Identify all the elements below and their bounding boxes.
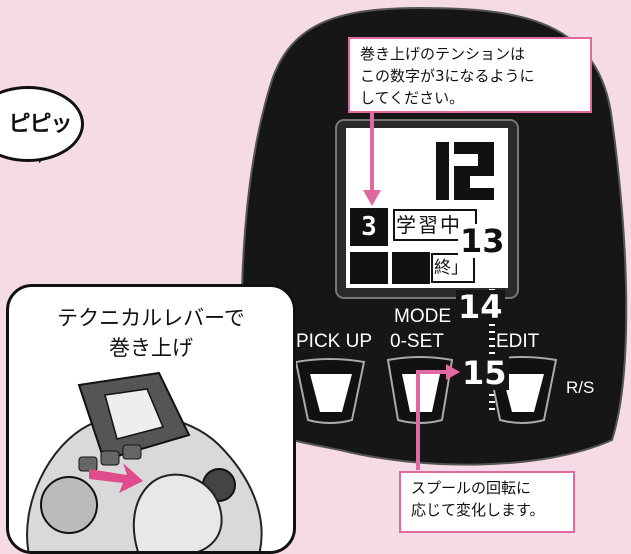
lcd-block-2 <box>392 252 430 284</box>
speech-bubble <box>0 86 84 162</box>
arrow-bottom-line <box>416 370 450 470</box>
tension-box <box>350 208 388 246</box>
depth-digits <box>436 142 494 200</box>
arrow-top-head <box>363 190 381 206</box>
end-label: 終」 <box>434 258 468 278</box>
arrow-bottom-head <box>446 364 460 380</box>
oset-label: 0-SET <box>390 331 444 352</box>
counter-value-1: 13 <box>458 222 507 260</box>
inset-title-line-1: テクニカルレバーで <box>57 306 245 330</box>
tension-value: 3 <box>361 212 377 242</box>
tension-callout-line-3: してください。 <box>360 89 465 107</box>
rotation-callout-line-2: 応じて変化します。 <box>411 501 545 519</box>
pick-up-label: PICK UP <box>296 331 373 352</box>
rs-label: R/S <box>566 378 595 397</box>
inset-title-line-2: 巻き上げ <box>109 336 193 360</box>
rotation-callout-line-1: スプールの回転に <box>411 479 532 497</box>
bubble-text: ピピッ <box>8 112 72 137</box>
lever-arrow <box>89 463 143 493</box>
counter-value-3: 15 <box>460 354 509 392</box>
inset-title: テクニカルレバーで 巻き上げ <box>9 303 293 363</box>
mode-label: MODE <box>394 306 451 327</box>
edit-label: EDIT <box>496 331 540 352</box>
reel-spool <box>40 476 98 534</box>
inset-panel: テクニカルレバーで 巻き上げ <box>6 284 296 554</box>
lcd-block-1 <box>350 252 388 284</box>
mode-oset-button[interactable] <box>388 356 452 424</box>
edit-button[interactable] <box>488 356 556 424</box>
end-box <box>431 253 475 283</box>
reel-screen <box>104 388 165 440</box>
tension-callout-line-1: 巻き上げのテンションは <box>360 45 526 63</box>
reel-button-3 <box>122 444 142 460</box>
tension-callout-line-2: この数字が3になるように <box>360 67 535 85</box>
reel-button-2 <box>100 450 120 466</box>
tension-callout: 巻き上げのテンションは この数字が3になるように してください。 <box>348 37 592 113</box>
pick-up-button[interactable] <box>296 358 364 424</box>
reel-illustration <box>26 371 263 551</box>
learning-label: 学習中 <box>396 213 462 237</box>
counter-value-2: 14 <box>456 288 505 326</box>
reel-button-1 <box>78 456 98 472</box>
hand <box>132 473 223 551</box>
rotation-callout: スプールの回転に 応じて変化します。 <box>399 471 575 533</box>
